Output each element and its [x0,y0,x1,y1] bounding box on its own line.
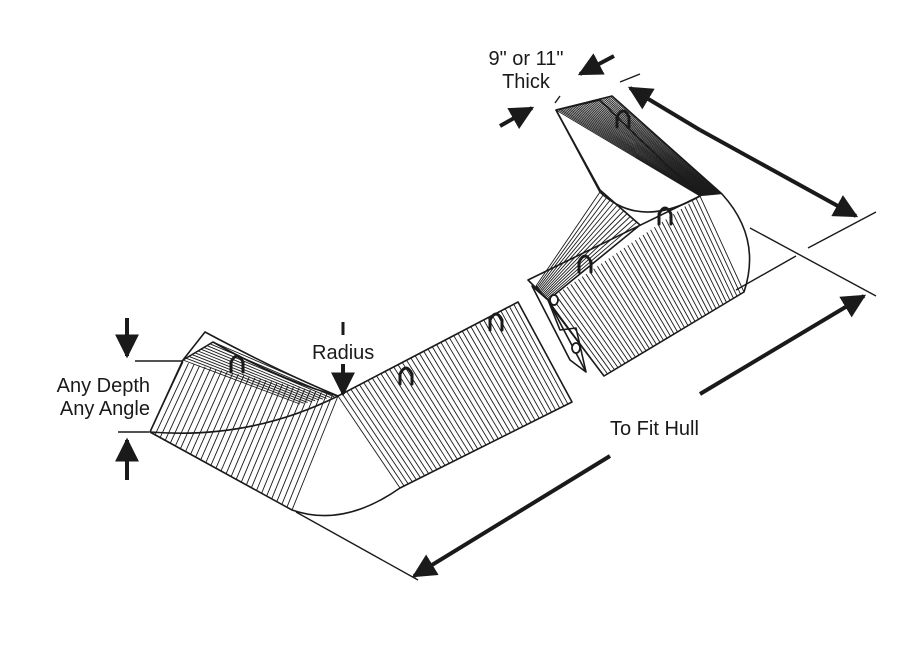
length-arrow-to-lower-right [699,128,859,218]
lifting-eye-icon [398,366,414,386]
right-section-body [535,95,751,377]
dimension-arrows [115,53,867,578]
hull-arrow-to-upper-right [698,294,867,396]
length-arrow-to-upper-left [627,86,702,132]
lifting-eye-icon [229,354,245,374]
hull-extension-right [749,227,877,297]
lifting-eye-icon [577,254,593,274]
left-section-inner-fold [149,395,339,435]
to-fit-hull-label: To Fit Hull [610,418,699,440]
fender-ribs [149,95,745,511]
length-extension-mid [735,255,797,291]
hull-arrow-to-lower-left [411,454,612,578]
thickness-arrow-right [499,106,535,130]
thickness-label-line1: 9" or 11" [488,48,564,70]
length-extension-top [807,211,877,249]
left-section-top-edge [182,341,339,397]
right-section-inner [555,109,701,213]
left-section-outline [149,301,573,517]
lifting-eyes [229,109,673,386]
thickness-label-line2: Thick [502,71,550,93]
thickness-arrow-left [577,53,615,76]
hull-extension-left [295,511,419,581]
depth-label-line2: Any Angle [59,398,150,420]
mounting-holes [549,294,581,354]
depth-label-line1: Any Depth [56,375,150,397]
lifting-eye-icon [615,109,631,129]
end-cap-bracket [547,299,587,373]
thickness-extension-b [619,73,641,83]
lifting-eye-icon [488,312,504,332]
bolt-hole [571,342,581,354]
thickness-extension-a [554,95,561,104]
bolt-hole [549,294,559,306]
lifting-eye-icon [657,206,673,226]
radius-label: Radius [312,342,375,364]
dimension-lines [118,73,877,581]
right-section-outline [527,99,701,301]
fender-outline [149,95,751,517]
